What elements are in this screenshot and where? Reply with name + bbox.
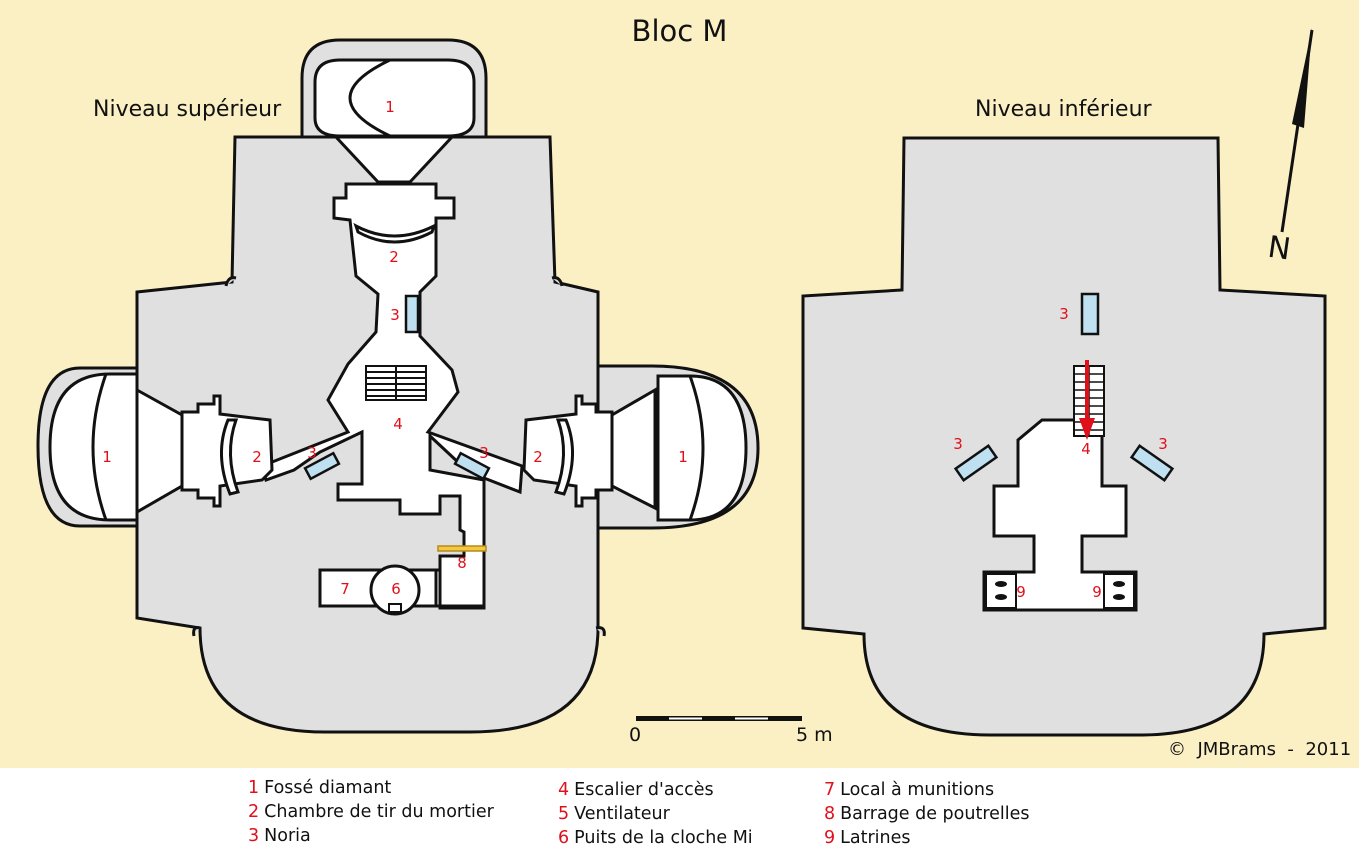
upper-label-chamber-right: 2 xyxy=(533,448,543,466)
upper-knob-tr xyxy=(551,276,564,287)
lower-label-noria-top: 3 xyxy=(1059,305,1069,323)
copyright-notice: © JMBrams - 2011 xyxy=(1168,739,1352,760)
upper-label-ditch-left: 1 xyxy=(102,448,112,466)
lower-noria-right xyxy=(1129,444,1175,482)
upper-label-stair: 4 xyxy=(393,415,403,433)
upper-noria-right xyxy=(453,451,491,481)
lower-label-latrine-left: 9 xyxy=(1016,583,1026,601)
upper-mortar-arc-right xyxy=(554,418,575,496)
north-label: N xyxy=(1266,230,1293,268)
upper-label-barrage: 8 xyxy=(457,554,467,572)
upper-label-chamber-top: 2 xyxy=(389,248,399,266)
upper-label-ditch-right: 1 xyxy=(678,448,688,466)
upper-level-title: Niveau supérieur xyxy=(93,97,282,122)
lower-noria-top xyxy=(1080,292,1100,336)
upper-well-hatch xyxy=(388,603,402,613)
lower-label-stair: 4 xyxy=(1081,440,1091,458)
upper-knob-tl xyxy=(224,276,237,287)
lower-interior xyxy=(982,418,1138,612)
upper-label-noria-left: 3 xyxy=(307,444,317,462)
lower-latrine-right xyxy=(1103,573,1135,609)
upper-barrage xyxy=(437,545,487,552)
diagram-title: Bloc M xyxy=(631,14,728,48)
upper-knob-bl xyxy=(192,626,201,637)
upper-mortar-arc-left xyxy=(219,418,240,496)
upper-funnel-top xyxy=(332,135,456,184)
lower-level-plan xyxy=(801,136,1327,737)
upper-label-ditch-top: 1 xyxy=(385,98,395,116)
upper-label-well: 6 xyxy=(391,580,401,598)
scale-start-label: 0 xyxy=(629,724,641,746)
upper-noria-top xyxy=(404,294,420,334)
upper-mortar-arc-top xyxy=(353,222,437,244)
lower-level-title: Niveau inférieur xyxy=(975,97,1152,122)
scale-bar xyxy=(636,716,802,721)
floor-plans: 1 1 1 2 2 2 3 3 3 4 6 7 8 3 3 3 4 9 9 N … xyxy=(36,28,1327,746)
lower-label-latrine-right: 9 xyxy=(1092,583,1102,601)
lower-label-noria-left: 3 xyxy=(953,435,963,453)
upper-stair-grid xyxy=(365,365,427,401)
upper-knob-br xyxy=(595,626,606,637)
upper-label-noria-right: 3 xyxy=(479,444,489,462)
upper-ditch-top-lens xyxy=(313,58,476,138)
upper-well xyxy=(369,564,421,616)
lower-latrine-left xyxy=(985,573,1017,609)
lower-noria-left xyxy=(953,444,999,482)
lower-label-noria-right: 3 xyxy=(1158,435,1168,453)
upper-label-munitions: 7 xyxy=(340,580,350,598)
upper-label-chamber-left: 2 xyxy=(252,448,262,466)
north-arrow-icon xyxy=(1280,28,1314,233)
upper-noria-left xyxy=(303,451,341,481)
upper-label-noria-top: 3 xyxy=(390,306,400,324)
lower-stair-arrow xyxy=(1079,360,1095,440)
scale-end-label: 5 m xyxy=(796,724,833,746)
